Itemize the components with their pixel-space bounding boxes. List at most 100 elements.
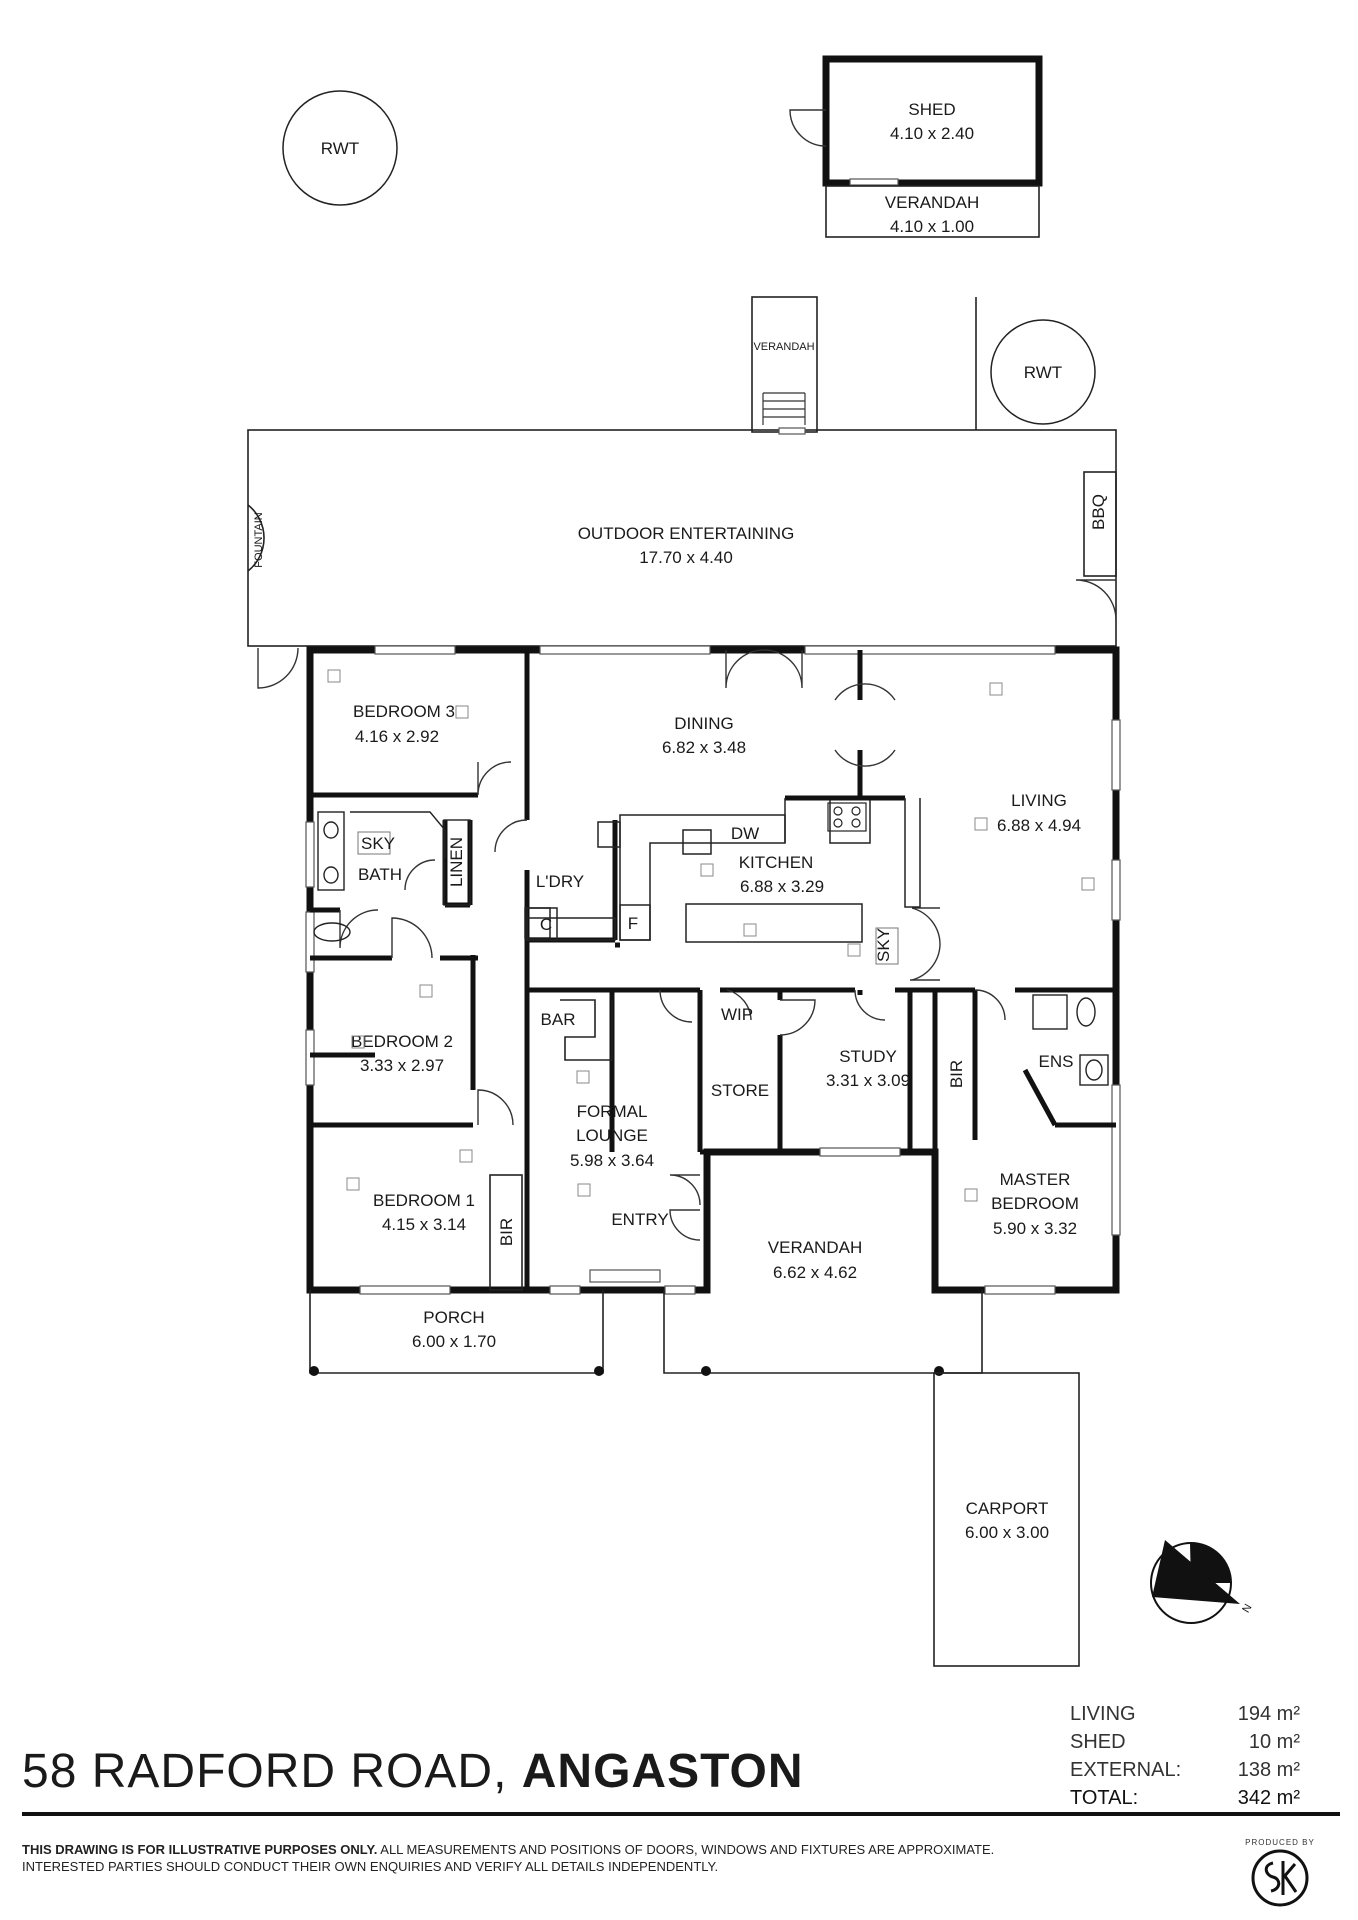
rear-verandah — [751, 296, 818, 433]
area-value: 194 m² — [1237, 1703, 1300, 1725]
bar-counter — [560, 999, 613, 1061]
kitchen-f: F — [628, 914, 638, 933]
dining-dims: 6.82 x 3.48 — [662, 738, 746, 757]
lounge-label-2: LOUNGE — [576, 1126, 648, 1145]
laundry-c: C — [540, 915, 552, 934]
bedroom2-label: BEDROOM 2 — [351, 1032, 453, 1051]
kitchen-label: KITCHEN — [739, 853, 814, 872]
front-verandah-outline — [663, 1290, 983, 1374]
rear-door-marker — [778, 427, 806, 435]
property-address: 58 RADFORD ROAD, ANGASTON — [22, 1748, 804, 1796]
lounge-label: FORMAL — [577, 1102, 648, 1121]
outdoor-gate — [257, 647, 299, 689]
study-dims: 3.31 x 3.09 — [826, 1071, 910, 1090]
verandah-posts — [309, 1366, 944, 1376]
cooktop — [827, 802, 867, 832]
carport-dims: 6.00 x 3.00 — [965, 1523, 1049, 1542]
rear-steps — [762, 392, 806, 425]
rwt-tank-right — [990, 319, 1096, 425]
wip-label: WIP — [721, 1005, 753, 1024]
outdoor-dims: 17.70 x 4.40 — [639, 548, 733, 567]
bedroom2-dims: 3.33 x 2.97 — [360, 1056, 444, 1075]
producer-logo: PRODUCED BY — [1225, 1838, 1335, 1914]
bath-label: BATH — [358, 865, 402, 884]
master-dims: 5.90 x 3.32 — [993, 1219, 1077, 1238]
disclaimer-rest: ALL MEASUREMENTS AND POSITIONS OF DOORS,… — [377, 1842, 995, 1857]
carport-label: CARPORT — [966, 1499, 1049, 1518]
bedroom1-bir-label: BIR — [497, 1218, 516, 1246]
produced-by-label: PRODUCED BY — [1245, 1838, 1315, 1847]
bedroom1-bir — [489, 1174, 523, 1291]
shed-verandah-label: VERANDAH — [885, 193, 979, 212]
study-label: STUDY — [839, 1047, 897, 1066]
disclaimer-line-1: THIS DRAWING IS FOR ILLUSTRATIVE PURPOSE… — [22, 1841, 1122, 1858]
lounge-dims: 5.98 x 3.64 — [570, 1151, 654, 1170]
bedroom3-label: BEDROOM 3 — [353, 702, 455, 721]
porch-dims: 6.00 x 1.70 — [412, 1332, 496, 1351]
shed-verandah-dims: 4.10 x 1.00 — [890, 217, 974, 236]
master-label: MASTER — [1000, 1170, 1071, 1189]
area-name: SHED — [1070, 1731, 1126, 1753]
disclaimer: THIS DRAWING IS FOR ILLUSTRATIVE PURPOSE… — [22, 1841, 1122, 1875]
carport-outline — [933, 1372, 1080, 1667]
skylight-markers — [327, 669, 1095, 1202]
area-summary: LIVING 194 m² SHED 10 m² EXTERNAL: 138 m… — [1070, 1700, 1300, 1812]
area-name: TOTAL: — [1070, 1787, 1139, 1809]
front-verandah-dims: 6.62 x 4.62 — [773, 1263, 857, 1282]
area-value: 10 m² — [1248, 1731, 1300, 1753]
rwt-left-label: RWT — [321, 139, 359, 158]
laundry-fixtures — [526, 907, 616, 941]
living-label: LIVING — [1011, 791, 1067, 810]
area-value: 342 m² — [1237, 1787, 1300, 1809]
kitchen-skylight — [875, 927, 899, 965]
area-value: 138 m² — [1237, 1759, 1300, 1781]
entry-label: ENTRY — [611, 1210, 668, 1229]
ensuite-fixtures — [1032, 994, 1109, 1086]
rwt-right-label: RWT — [1024, 363, 1062, 382]
exterior-windows — [305, 645, 1121, 1295]
address-suburb: ANGASTON — [521, 1745, 804, 1798]
rear-verandah-label: VERANDAH — [753, 341, 814, 353]
shed-window — [849, 178, 899, 186]
shed-verandah — [825, 185, 1040, 238]
linen-label: LINEN — [447, 837, 466, 887]
compass-n: N — [1240, 1602, 1254, 1615]
fountain-label: FOUNTAIN — [253, 512, 265, 567]
shed-label: SHED — [908, 100, 955, 119]
outdoor-label: OUTDOOR ENTERTAINING — [578, 524, 795, 543]
laundry-label: L'DRY — [536, 872, 584, 891]
outdoor-side-door — [1075, 579, 1117, 621]
master-label-2: BEDROOM — [991, 1194, 1079, 1213]
area-row: LIVING 194 m² — [1070, 1700, 1300, 1728]
dining-label: DINING — [674, 714, 734, 733]
area-row: EXTERNAL: 138 m² — [1070, 1756, 1300, 1784]
bedroom3-dims: 4.16 x 2.92 — [355, 727, 439, 746]
disclaimer-bold: THIS DRAWING IS FOR ILLUSTRATIVE PURPOSE… — [22, 1842, 378, 1857]
kitchen-sky: SKY — [874, 928, 893, 962]
area-row-total: TOTAL: 342 m² — [1070, 1784, 1300, 1812]
area-name: EXTERNAL: — [1070, 1759, 1182, 1781]
front-verandah-label: VERANDAH — [768, 1238, 862, 1257]
bath-sky: SKY — [361, 834, 395, 853]
bedroom1-label: BEDROOM 1 — [373, 1191, 475, 1210]
rwt-tank-left — [282, 90, 398, 206]
bedroom1-dims: 4.15 x 3.14 — [382, 1215, 466, 1234]
shed-door — [789, 109, 827, 147]
kitchen-dims: 6.88 x 3.29 — [740, 877, 824, 896]
bath-skylight — [357, 831, 391, 855]
store-label: STORE — [711, 1081, 769, 1100]
bath-fixtures — [313, 811, 471, 942]
master-bir-label: BIR — [947, 1060, 966, 1088]
porch-outline — [309, 1290, 604, 1374]
kitchen-dw: DW — [731, 824, 759, 843]
bbq — [1083, 471, 1117, 577]
bbq-label: BBQ — [1089, 494, 1108, 530]
title-rule — [22, 1812, 1340, 1816]
producer-logo-icon — [1251, 1849, 1309, 1907]
entry-mat — [589, 1269, 661, 1283]
kitchen-joinery — [524, 798, 921, 943]
area-name: LIVING — [1070, 1703, 1136, 1725]
ens-label: ENS — [1039, 1052, 1074, 1071]
living-dims: 6.88 x 4.94 — [997, 816, 1081, 835]
